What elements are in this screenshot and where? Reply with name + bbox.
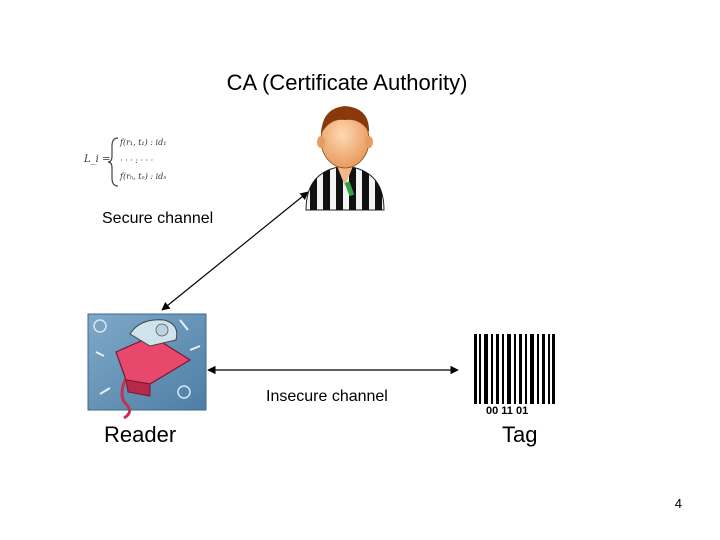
page-number: 4 <box>674 496 682 511</box>
rfid-reader-icon <box>87 313 207 420</box>
insecure-channel-label: Insecure channel <box>266 388 388 405</box>
formula-list: L_i = f(r₁, t₁) : id₁ · · · : · · · f(rₙ… <box>84 136 234 188</box>
formula-row: f(r₁, t₁) : id₁ <box>120 138 167 147</box>
reader-label: Reader <box>104 422 177 447</box>
barcode-tag-icon: 00 11 01 <box>474 334 555 417</box>
secure-channel-arrow <box>161 191 309 311</box>
slide-title: CA (Certificate Authority) <box>226 70 468 95</box>
referee-person-icon <box>305 106 385 211</box>
barcode-digits: 00 11 01 <box>486 405 528 417</box>
tag-label: Tag <box>502 422 538 447</box>
secure-channel-label: Secure channel <box>102 210 214 227</box>
brace-icon <box>107 137 119 187</box>
formula-lhs: L_i = <box>84 154 111 165</box>
formula-row: · · · : · · · <box>120 156 154 165</box>
formula-row: f(rₙ, tₙ) : idₙ <box>120 172 167 181</box>
